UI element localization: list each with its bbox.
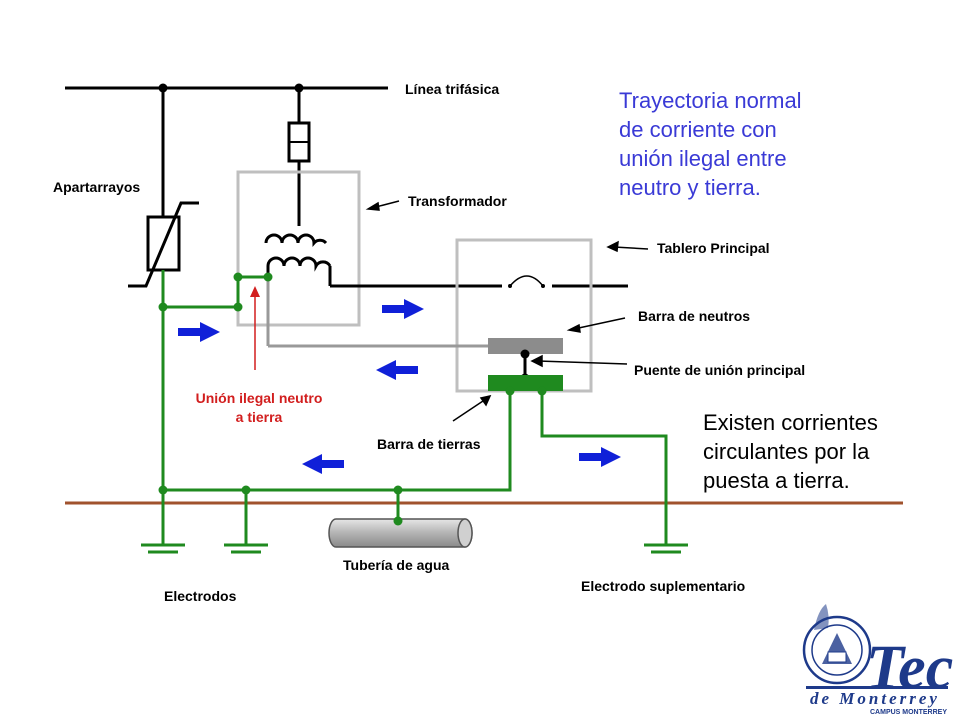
normal-path-note: Trayectoria normal de corriente con unió… <box>619 88 802 200</box>
transformer-box <box>236 170 361 327</box>
current-flow-arrow <box>376 360 418 380</box>
transformer-coils-icon <box>264 233 332 286</box>
supplementary-electrode-label: Electrodo suplementario <box>581 578 745 594</box>
logo-underline <box>806 686 948 689</box>
ground-electrode-icon <box>224 543 268 554</box>
note-line: unión ilegal entre <box>619 146 787 171</box>
current-flow-arrow <box>178 322 220 342</box>
note-line: de corriente con <box>619 117 777 142</box>
secondary-phase-conductor <box>330 275 628 288</box>
logo-subtitle: de Monterrey <box>810 689 940 708</box>
neutral-conductor <box>266 277 488 348</box>
ground-electrode-icon <box>644 543 688 554</box>
grounding-conductors <box>161 275 668 545</box>
current-flow-arrow <box>382 299 424 319</box>
three-phase-line-label: Línea trifásica <box>405 81 499 97</box>
water-pipe-label: Tubería de agua <box>343 557 450 573</box>
logo-name: Tec <box>866 634 953 702</box>
note-line: neutro y tierra. <box>619 175 761 200</box>
illegal-bond-label-line1: Unión ilegal neutro <box>196 390 323 406</box>
illegal-bond-arrow <box>250 286 260 370</box>
note-line: puesta a tierra. <box>703 468 850 493</box>
ground-electrode-icon <box>141 543 185 554</box>
circulating-currents-note: Existen corrientes circulantes por la pu… <box>703 410 878 493</box>
three-phase-line <box>65 83 388 93</box>
fuse-symbol <box>287 88 311 226</box>
ground-bar <box>488 375 563 391</box>
ground-bar-label: Barra de tierras <box>377 436 481 452</box>
note-line: Trayectoria normal <box>619 88 802 113</box>
logo-campus: CAMPUS MONTERREY <box>870 709 947 716</box>
illegal-bond-label-line2: a tierra <box>236 409 283 425</box>
water-pipe <box>328 516 473 548</box>
logo-seal-icon <box>802 604 872 685</box>
neutral-bar-label: Barra de neutros <box>638 308 750 324</box>
note-line: circulantes por la <box>703 439 870 464</box>
note-line: Existen corrientes <box>703 410 878 435</box>
current-flow-arrow <box>579 447 621 467</box>
surge-arrester-label: Apartarrayos <box>53 179 140 195</box>
electrodes-label: Electrodos <box>164 588 237 604</box>
surge-arrester-symbol <box>128 88 199 307</box>
main-panel-label: Tablero Principal <box>657 240 770 256</box>
label-pointers <box>365 200 649 422</box>
tec-logo: Tec de Monterrey CAMPUS MONTERREY <box>802 604 953 716</box>
neutral-bar <box>488 338 563 354</box>
transformer-label: Transformador <box>408 193 507 209</box>
bonding-jumper-label: Puente de unión principal <box>634 362 805 378</box>
current-flow-arrow <box>302 454 344 474</box>
